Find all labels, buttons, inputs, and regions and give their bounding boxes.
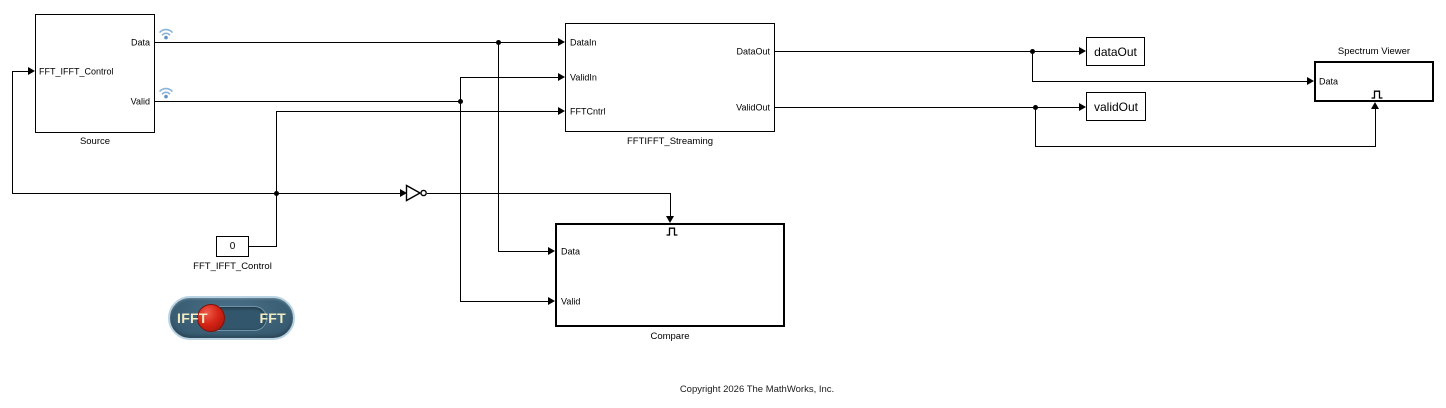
wire-valid-to-validin[interactable]: [460, 77, 558, 78]
compare-block-caption: Compare: [650, 331, 690, 342]
arrowhead: [1371, 102, 1379, 109]
trigger-pulse-icon: [1371, 90, 1383, 99]
constant-value: 0: [229, 241, 236, 252]
dataout-label: dataOut: [1094, 44, 1137, 59]
wire-valid[interactable]: [155, 101, 461, 102]
wire-valid-branch[interactable]: [460, 77, 461, 302]
wire-control[interactable]: [249, 246, 277, 247]
wire-junction: [458, 99, 463, 104]
fftifft-port-datain-label: DataIn: [570, 37, 597, 48]
wire-control-feedback[interactable]: [12, 193, 277, 194]
dataout-block[interactable]: dataOut: [1086, 37, 1145, 66]
arrowhead: [400, 189, 407, 197]
wire-not-to-compare-trigger[interactable]: [670, 193, 671, 216]
wire-control-to-not[interactable]: [276, 193, 400, 194]
validout-label: validOut: [1093, 99, 1139, 114]
arrowhead: [558, 107, 565, 115]
wire-valid-to-compare[interactable]: [460, 301, 548, 302]
compare-port-valid-label: Valid: [561, 296, 581, 307]
fftifft-block-caption: FFTIFFT_Streaming: [626, 136, 714, 147]
toggle-label-ifft: IFFT: [177, 310, 208, 326]
spectrum-viewer-block[interactable]: Data: [1314, 61, 1434, 102]
constant-block-caption: FFT_IFFT_Control: [193, 261, 272, 272]
wire-validout-branch[interactable]: [1035, 107, 1036, 147]
source-port-valid-label: Valid: [130, 96, 150, 107]
validout-block[interactable]: validOut: [1086, 92, 1146, 121]
fftifft-port-validin-label: ValidIn: [570, 72, 597, 83]
trigger-pulse-icon: [666, 227, 678, 236]
fftifft-port-fftcntrl-label: FFTCntrl: [570, 106, 606, 117]
wire-dataout[interactable]: [775, 51, 1079, 52]
fftifft-streaming-block[interactable]: DataIn ValidIn FFTCntrl DataOut ValidOut: [565, 23, 775, 132]
ifft-fft-toggle-switch[interactable]: IFFT FFT: [168, 296, 295, 340]
not-gate-icon[interactable]: [405, 184, 429, 202]
arrowhead: [1079, 103, 1086, 111]
compare-block[interactable]: Data Valid: [555, 223, 785, 327]
wire-data-branch[interactable]: [498, 251, 548, 252]
toggle-knob[interactable]: [197, 304, 225, 332]
source-port-data-label: Data: [130, 37, 150, 48]
wire-data[interactable]: [155, 42, 558, 43]
signal-logging-wireless-icon[interactable]: [158, 26, 174, 41]
signal-logging-wireless-icon[interactable]: [158, 85, 174, 100]
arrowhead: [558, 73, 565, 81]
fftifft-port-dataout-label: DataOut: [736, 46, 770, 57]
arrowhead: [548, 297, 555, 305]
arrowhead: [1079, 47, 1086, 55]
wire-junction: [496, 40, 501, 45]
arrowhead: [666, 216, 674, 223]
copyright-annotation: Copyright 2026 The MathWorks, Inc.: [679, 384, 835, 395]
wire-dataout-to-spectrum[interactable]: [1032, 81, 1307, 82]
arrowhead: [548, 247, 555, 255]
wire-not-to-compare-trigger[interactable]: [427, 193, 670, 194]
constant-block[interactable]: 0: [216, 236, 249, 257]
spectrum-port-data-label: Data: [1319, 76, 1339, 87]
wire-control-to-fftcntrl[interactable]: [276, 111, 558, 112]
fftifft-port-validout-label: ValidOut: [736, 102, 770, 113]
wire-control-feedback[interactable]: [12, 71, 13, 194]
arrowhead: [28, 67, 35, 75]
wire-dataout-branch[interactable]: [1032, 51, 1033, 82]
wire-validout-to-spectrum-trigger[interactable]: [1375, 109, 1376, 147]
source-block-caption: Source: [79, 136, 111, 147]
wire-control[interactable]: [276, 111, 277, 247]
compare-port-data-label: Data: [561, 246, 581, 257]
toggle-label-fft: FFT: [259, 310, 286, 326]
wire-validout[interactable]: [775, 107, 1079, 108]
source-port-in-label: FFT_IFFT_Control: [39, 66, 114, 77]
spectrum-viewer-title: Spectrum Viewer: [1337, 46, 1411, 57]
arrowhead: [1307, 77, 1314, 85]
arrowhead: [558, 38, 565, 46]
source-block[interactable]: FFT_IFFT_Control Data Valid: [35, 14, 155, 133]
wire-validout-to-spectrum-trigger[interactable]: [1035, 146, 1376, 147]
wire-control-feedback[interactable]: [12, 71, 28, 72]
wire-data-branch[interactable]: [498, 42, 499, 252]
